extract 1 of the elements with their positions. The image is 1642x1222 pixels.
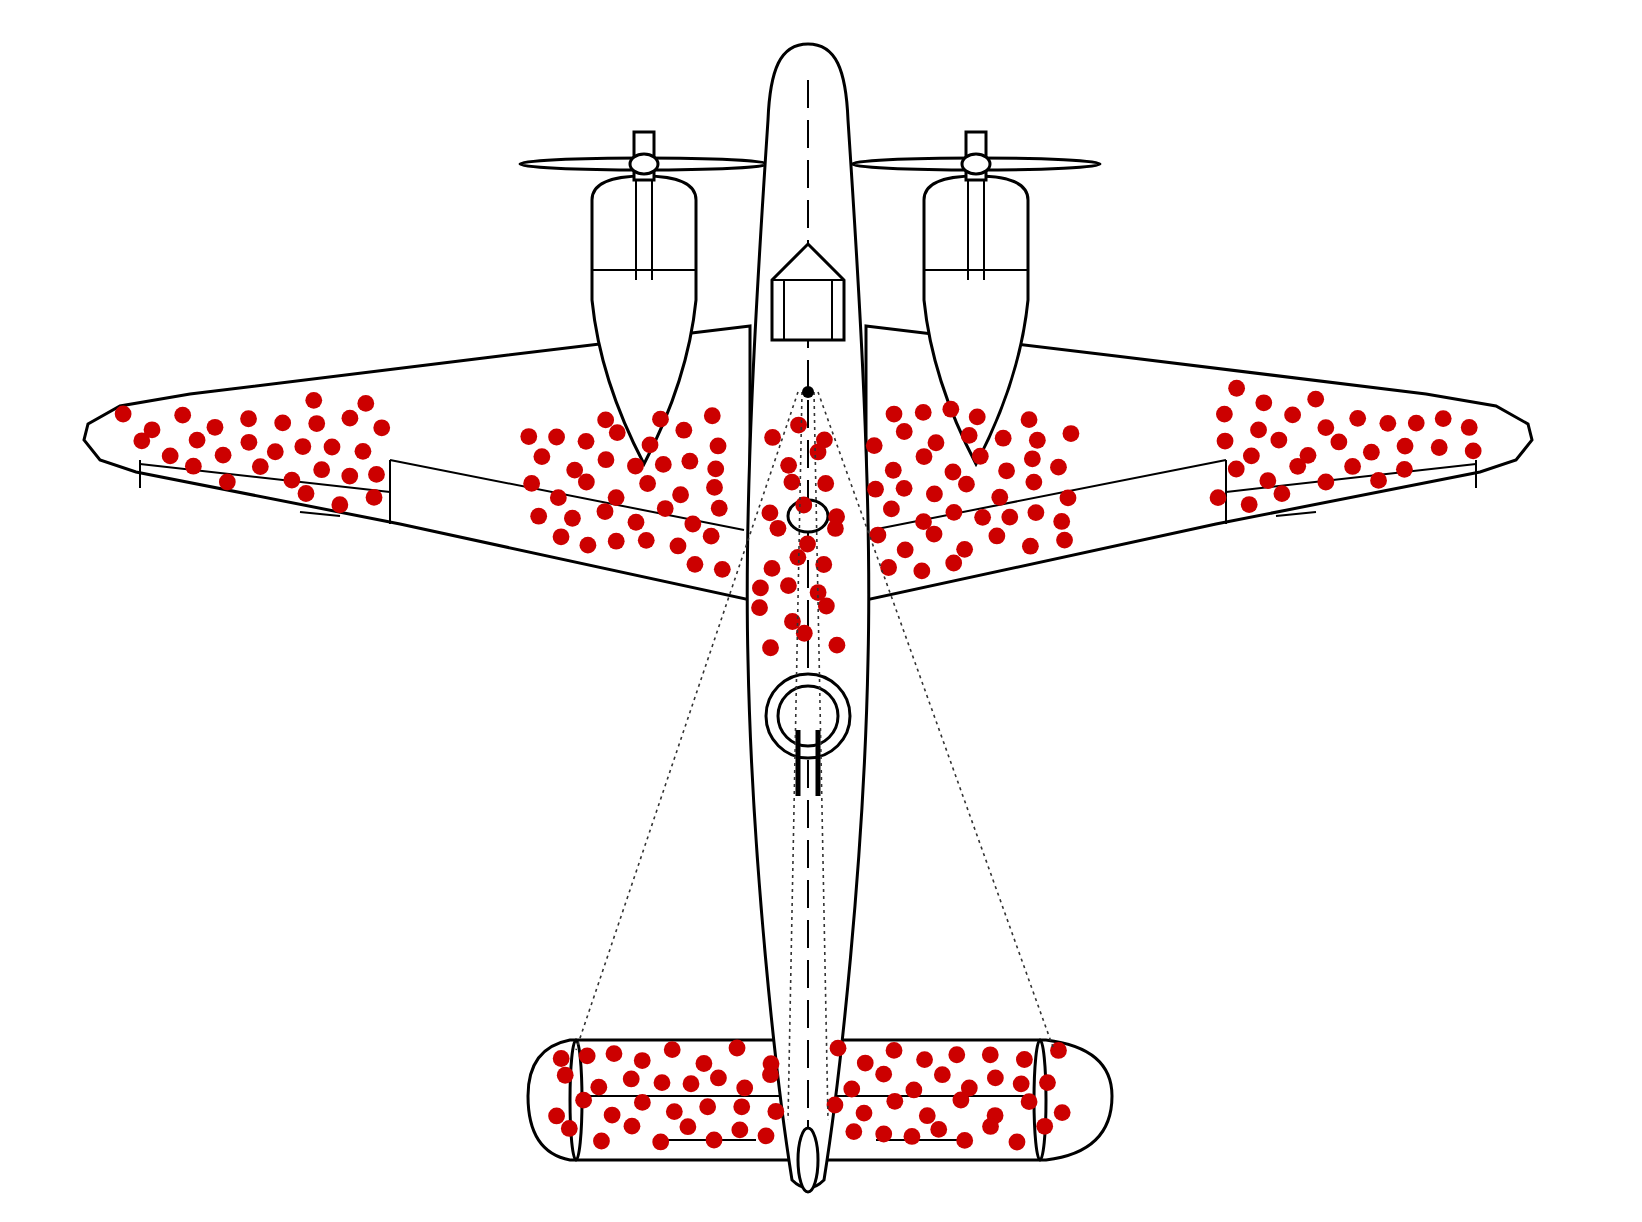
airplane-bullet-holes-drawing — [82, 42, 1534, 1194]
